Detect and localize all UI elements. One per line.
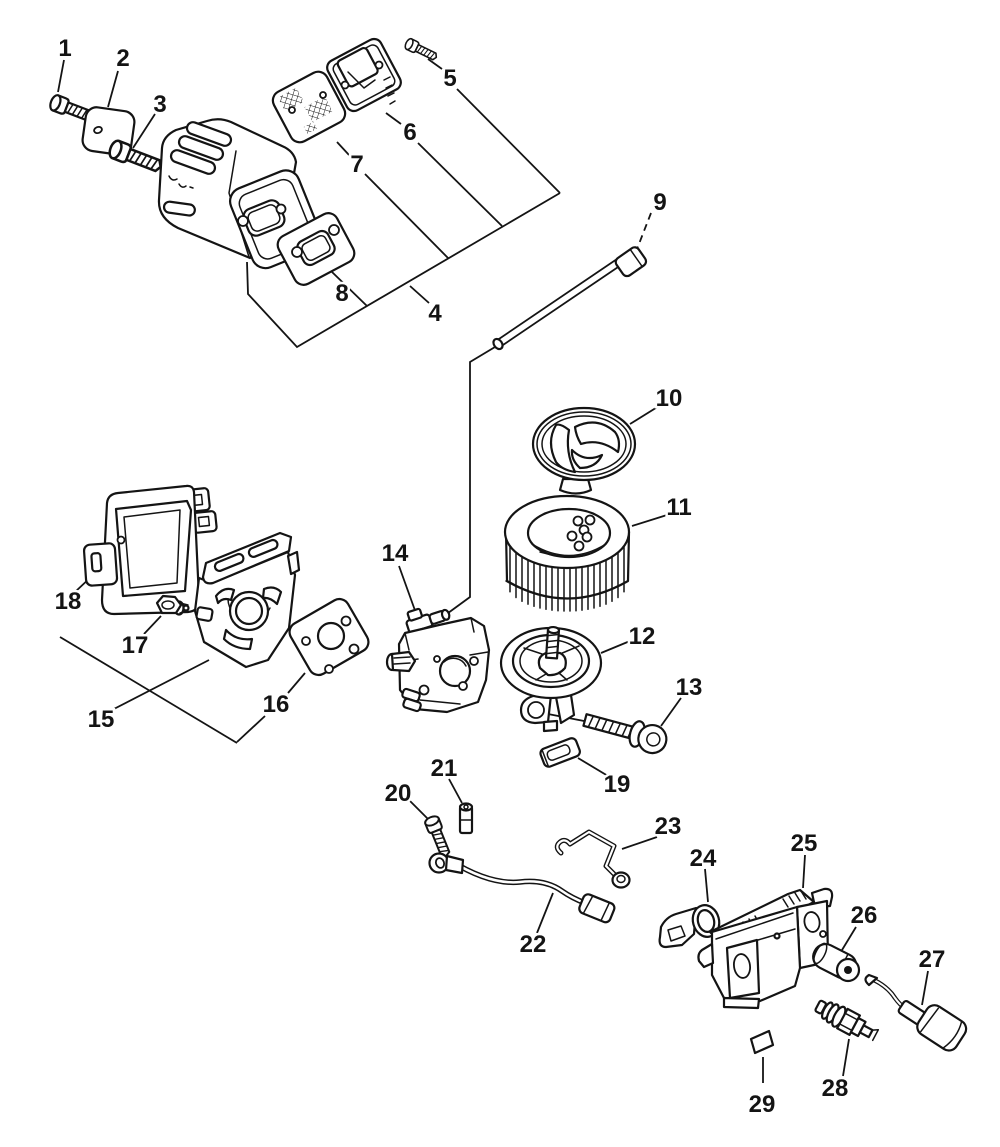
part-9-air-filter-stud (492, 246, 648, 351)
callout-17-leader-0 (143, 615, 162, 635)
part-10-air-cleaner-cover (531, 406, 637, 495)
callout-15-leader-0 (109, 659, 210, 712)
callout-number-15: 15 (88, 706, 115, 733)
part-19-bushing (539, 737, 581, 768)
part-24-cable-clamp (658, 904, 721, 949)
callout-10-leader-0 (629, 405, 660, 425)
callout-26-leader-0 (841, 926, 857, 951)
callout-19-leader-0 (577, 757, 609, 777)
callout-number-26: 26 (851, 902, 878, 929)
callout-number-10: 10 (656, 385, 683, 412)
part-17-nut (155, 594, 190, 616)
callout-number-6: 6 (403, 119, 416, 146)
part-23-choke-rod (554, 829, 631, 889)
callout-number-12: 12 (629, 623, 656, 650)
callout-3-leader-0 (132, 113, 156, 149)
leader-lines-layer (57, 58, 929, 1083)
callout-11-leader-0 (631, 514, 668, 527)
callout-number-4: 4 (428, 300, 442, 327)
part-28-spark-plug (814, 999, 880, 1042)
callout-16-leader-0 (287, 672, 306, 694)
callout-1-leader-0 (57, 59, 65, 93)
callout-number-3: 3 (153, 91, 166, 118)
part-22-ground-lead (428, 852, 616, 924)
part-4-muffler (157, 118, 323, 270)
callout-14-leader-0 (398, 565, 418, 617)
callout-number-18: 18 (55, 588, 82, 615)
callout-number-25: 25 (791, 830, 818, 857)
callout-number-2: 2 (116, 45, 129, 72)
callout-number-8: 8 (335, 280, 348, 307)
callout-number-29: 29 (749, 1091, 776, 1118)
callout-number-1: 1 (58, 35, 71, 62)
callout-number-24: 24 (690, 845, 717, 872)
part-21-spacer (458, 802, 474, 835)
callout-number-23: 23 (655, 813, 682, 840)
callout-24-leader-0 (704, 868, 709, 903)
part-11-air-filter-element (503, 494, 631, 612)
part-5-screw (402, 36, 440, 64)
callout-21-leader-0 (448, 778, 463, 804)
callout-7-leader-0 (336, 141, 350, 156)
part-15-heat-shield-plate (193, 531, 301, 669)
part-6-muffler-cover-plate (326, 37, 402, 113)
callout-number-11: 11 (666, 494, 691, 521)
callout-number-28: 28 (822, 1075, 849, 1102)
stud-to-carburetor-line (443, 346, 496, 617)
part-27-ignition-lead (864, 973, 968, 1052)
callout-number-22: 22 (520, 931, 547, 958)
part-20-screw (422, 813, 454, 860)
part-16-carburetor-gasket (288, 597, 370, 677)
callout-2-leader-0 (107, 70, 119, 108)
part-18-shield-frame (82, 484, 218, 616)
callout-23-leader-0 (621, 836, 658, 850)
muffler-group-line (246, 192, 561, 349)
callout-5-leader-1 (456, 88, 561, 194)
part-26-plunger-cylinder (812, 942, 861, 983)
callout-27-leader-0 (921, 970, 929, 1006)
callout-13-leader-0 (660, 697, 682, 727)
part-14-carburetor (385, 607, 491, 714)
callout-number-16: 16 (263, 691, 290, 718)
callout-12-leader-0 (600, 640, 631, 654)
callout-9-leader-0 (636, 212, 652, 250)
part-7-screen-gasket (271, 70, 347, 144)
callout-22-leader-0 (536, 892, 554, 934)
callout-number-19: 19 (604, 771, 631, 798)
callout-number-14: 14 (382, 540, 409, 567)
callout-number-27: 27 (919, 946, 946, 973)
callout-6-leader-0 (385, 112, 402, 125)
callout-5-leader-0 (427, 58, 443, 70)
callout-number-7: 7 (350, 151, 363, 178)
callout-number-13: 13 (676, 674, 703, 701)
callout-25-leader-0 (802, 854, 806, 889)
callout-number-17: 17 (122, 632, 149, 659)
callout-number-20: 20 (385, 780, 412, 807)
part-12-air-cleaner-base (499, 625, 603, 733)
callout-number-21: 21 (431, 755, 458, 782)
callout-20-leader-0 (409, 800, 431, 822)
part-13-bolt (582, 713, 668, 755)
shield-group-line (59, 636, 238, 744)
part-8-exhaust-gasket (276, 212, 356, 286)
callout-28-leader-0 (842, 1038, 850, 1077)
callout-16-leader-1 (236, 715, 266, 743)
callout-number-9: 9 (653, 189, 666, 216)
callout-6-leader-1 (417, 142, 503, 227)
callout-8-leader-0 (331, 271, 368, 307)
callout-7-leader-1 (364, 173, 449, 259)
callout-4-leader-0 (409, 285, 430, 304)
callout-number-5: 5 (443, 65, 456, 92)
part-29-decal (749, 1029, 775, 1055)
